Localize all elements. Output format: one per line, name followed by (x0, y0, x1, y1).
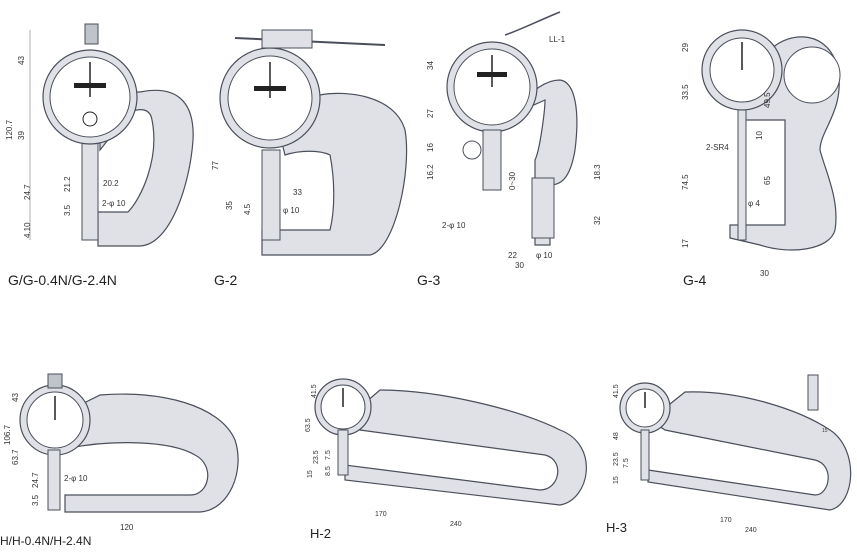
dim-g4-4: 2-SR4 (706, 143, 729, 152)
dim-g3-3: 16 (426, 143, 435, 152)
dim-h3-6: 170 (720, 517, 732, 524)
dim-h2-6: 170 (375, 511, 387, 518)
dim-g2-3: 4.5 (243, 203, 252, 215)
dim-g2-4: φ 10 (283, 206, 300, 215)
model-label-h2: H-2 (310, 526, 331, 541)
dim-g2-2: 33 (293, 188, 302, 197)
dim-h3-5: 15 (822, 428, 828, 434)
dim-g-6: 2-φ 10 (102, 199, 126, 208)
dim-h2-7: 240 (450, 521, 462, 528)
dim-g-5: 20.2 (103, 179, 119, 188)
dim-h-6: 120 (120, 523, 134, 532)
dim-h3-7: 240 (745, 527, 757, 534)
dim-g3-1: 34 (426, 61, 435, 70)
dim-g4-6: 65 (763, 176, 772, 185)
frame (97, 89, 194, 247)
dim-h-5: 3.5 (31, 494, 40, 506)
dim-g4-1: 33.5 (681, 84, 690, 100)
dim-h-0: 43 (11, 393, 20, 402)
dim-g3-2: 27 (426, 109, 435, 118)
dim-g3-10: φ 10 (536, 251, 553, 260)
dim-h3-3: 7.5 (623, 458, 630, 468)
dim-g3-6: 18.3 (593, 164, 602, 180)
dim-g-0: 43 (17, 56, 26, 65)
dim-g-1: 39 (17, 131, 26, 140)
dim-g4-3: 10 (755, 131, 764, 140)
dim-g4-8: 17 (681, 239, 690, 248)
dim-g4-5: 74.5 (681, 174, 690, 190)
dim-g4-0: 29 (681, 43, 690, 52)
gauge-g-drawing (29, 23, 194, 247)
dim-h-4: 2-φ 10 (64, 474, 88, 483)
dim-g3-4: 16.2 (426, 164, 435, 180)
gauge-h-drawing (19, 373, 239, 513)
cap (84, 23, 99, 45)
dim-h2-1: 63.5 (305, 418, 312, 432)
frame (647, 391, 852, 511)
dim-g-2: 120.7 (5, 119, 14, 140)
dim-g3-11: 30 (515, 261, 524, 270)
frame (59, 393, 239, 513)
dim-g3-8: 2-φ 10 (442, 221, 466, 230)
dim-h3-4: 15 (613, 476, 620, 484)
dim-h-2: 63.7 (11, 449, 20, 465)
model-label-h: H/H-0.4N/H-2.4N (0, 534, 92, 548)
model-label-g: G/G-0.4N/G-2.4N (8, 272, 117, 288)
dim-g-4: 21.2 (63, 176, 72, 192)
dim-g3-5: 0~30 (508, 171, 517, 190)
model-label-h3: H-3 (606, 520, 627, 535)
dim-h2-2: 23.5 (313, 450, 320, 464)
stem (81, 139, 99, 241)
model-label-g4: G-4 (683, 272, 707, 288)
dim-h3-2: 23.5 (613, 452, 620, 466)
dim-g2-0: 77 (211, 161, 220, 170)
model-label-g3: G-3 (417, 272, 441, 288)
dim-g4-9: 30 (760, 269, 769, 278)
dim-h-3: 24.7 (31, 472, 40, 488)
dim-g4-2: 49.5 (763, 92, 772, 108)
frame (344, 389, 587, 506)
dim-g3-9: 22 (508, 251, 517, 260)
gauge-h3-drawing (619, 374, 852, 511)
gauge-g4-drawing (701, 29, 841, 251)
dim-h2-5: 8.5 (325, 466, 332, 476)
dim-g-3: 24.7 (23, 184, 32, 200)
dim-g-8: 4.10 (23, 222, 32, 238)
gauge-g3-drawing (446, 11, 578, 246)
dim-g-7: 3.5 (63, 204, 72, 216)
dim-h2-3: 15 (307, 470, 314, 478)
dim-g3-7: 32 (593, 216, 602, 225)
frame (499, 79, 578, 246)
model-label-g2: G-2 (214, 272, 238, 288)
dim-g4-7: φ 4 (748, 199, 760, 208)
dim-h-1: 106.7 (3, 424, 12, 445)
dim-h3-0: 41.5 (613, 384, 620, 398)
dim-g3-0: LL-1 (549, 35, 566, 44)
dim-h2-4: 7.5 (325, 450, 332, 460)
stem (261, 149, 281, 241)
dim-g2-1: 35 (225, 201, 234, 210)
dim-h2-0: 41.5 (311, 384, 318, 398)
gauge-h2-drawing (314, 378, 587, 506)
gauge-g2-drawing (219, 29, 408, 256)
dim-h3-1: 48 (613, 432, 620, 440)
